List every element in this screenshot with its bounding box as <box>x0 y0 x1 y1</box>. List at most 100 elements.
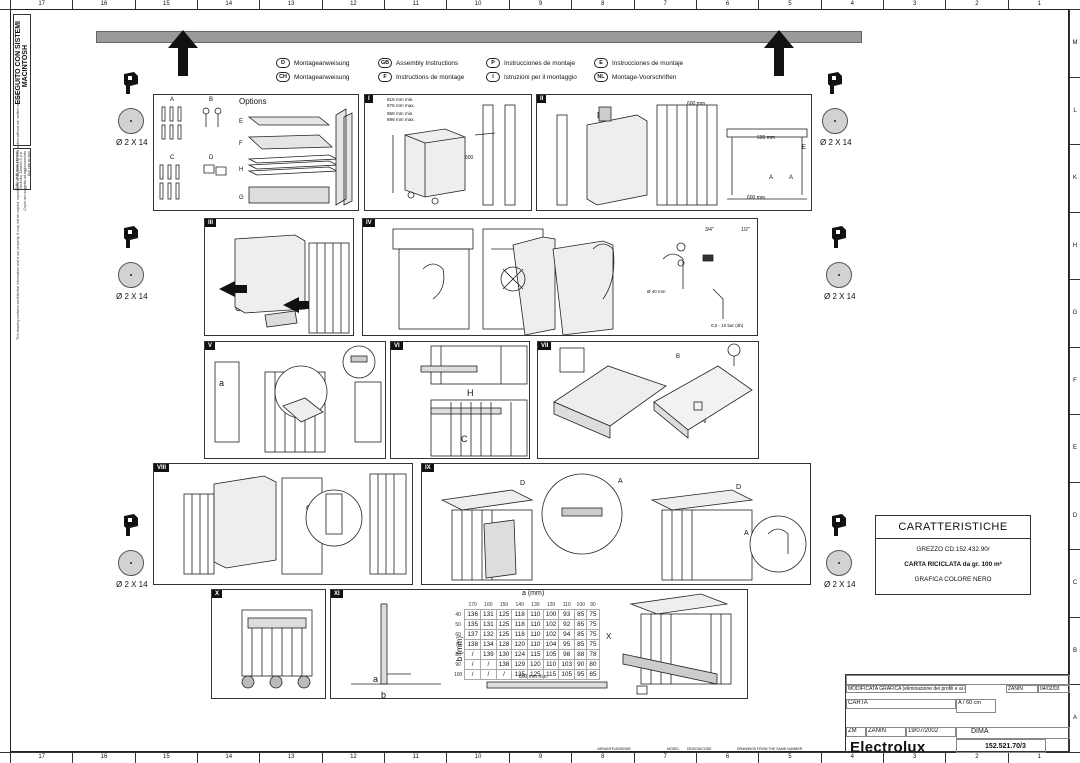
side-ruler-cell: D <box>1070 481 1080 550</box>
table-cell: 95 <box>574 669 588 680</box>
mounting-rail <box>96 31 862 43</box>
step-number-vi: VI <box>391 342 403 350</box>
step-i-text-b: 878 mm max. <box>387 103 415 108</box>
language-label: Istruzioni per il montaggio <box>504 73 577 81</box>
info-text-d: Uso interno solo <box>27 151 31 177</box>
table-cell: 125 <box>495 629 513 640</box>
table-row-header: 90 <box>455 661 461 668</box>
table-row-header: 40 <box>455 611 461 618</box>
ruler-cell: 3 <box>882 0 945 9</box>
drawing-frame <box>10 9 1069 752</box>
ruler-cell: 2 <box>945 0 1007 9</box>
step-iv-note-12: 1/2" <box>741 227 750 233</box>
option-letter-e: E <box>239 119 244 125</box>
ruler-cell: 15 <box>134 753 197 763</box>
step-ix-illustration <box>440 473 807 581</box>
step-ii-letter-a1: A <box>769 175 774 181</box>
step-ix-letter-a1: A <box>618 478 623 485</box>
language-label: Instructions de montage <box>396 73 465 81</box>
mounting-clip-icon <box>124 72 138 94</box>
table-cell: / <box>480 659 497 670</box>
panel-options: Options A B C D E F G H <box>153 94 359 211</box>
table-cell: 85 <box>586 669 600 680</box>
table-column-header: 100 <box>576 601 585 608</box>
table-column-header: 140 <box>515 601 524 608</box>
ruler-cell: 16 <box>72 0 134 9</box>
language-code-badge: GB <box>378 58 392 68</box>
table-cell: 85 <box>574 609 588 620</box>
step-vi-illustration <box>420 345 528 457</box>
step-number-i: I <box>365 95 373 103</box>
ruler-cell: 5 <box>758 753 820 763</box>
screw-size-label: Ø 2 X 14 <box>820 138 852 147</box>
ruler-cell: 1 <box>1007 0 1070 9</box>
language-item: I Istruzioni per il montaggio <box>486 72 577 82</box>
ruler-cell: 14 <box>197 0 259 9</box>
table-cell: 78 <box>586 649 600 660</box>
ruler-cell: 17 <box>10 753 72 763</box>
mounting-clip-icon <box>124 226 138 248</box>
format-value: A / 60 cm <box>956 699 996 713</box>
table-cell: 90 <box>574 659 588 670</box>
table-cell: 120 <box>527 659 544 670</box>
step-i-text-c: 858 mm min. <box>387 111 414 116</box>
note-model: MODEL <box>667 747 680 751</box>
language-code-badge: I <box>486 72 500 82</box>
table-cell: 75 <box>586 619 600 630</box>
ruler-cell: 8 <box>571 0 633 9</box>
side-ruler-cell: F <box>1070 346 1080 415</box>
table-cell: 88 <box>574 649 588 660</box>
side-ruler-cell: M <box>1070 9 1080 77</box>
note-variant: VARIANTE/ASSIEME <box>597 747 631 751</box>
step-xi-illustration <box>351 593 732 695</box>
table-cell: 115 <box>542 669 560 680</box>
screw-size-label: Ø 2 X 14 <box>116 292 148 301</box>
drawing-date: 19/07/2002 <box>906 727 956 737</box>
step-ii-dim-a: 600 mm <box>687 101 706 107</box>
table-column-header: 90 <box>590 601 596 608</box>
table-cell: 131 <box>480 609 497 620</box>
step-ix-letter-a2: A <box>744 530 749 537</box>
table-cell: 102 <box>542 619 560 630</box>
ruler-cell: 14 <box>197 753 259 763</box>
language-code-badge: E <box>594 58 608 68</box>
side-ruler-cell: L <box>1070 76 1080 145</box>
table-cell: 138 <box>495 659 513 670</box>
language-label: Montageanweisung <box>294 73 350 81</box>
step-number-vii: VII <box>538 342 552 350</box>
table-cell: 75 <box>586 609 600 620</box>
options-title: Options <box>239 97 267 106</box>
table-cell: 131 <box>480 619 497 630</box>
table-cell: / <box>464 649 482 660</box>
designer-code: ZM <box>846 727 866 737</box>
up-arrow-icon-left <box>168 30 198 76</box>
ruler-cell: 12 <box>321 753 384 763</box>
table-column-header: 170 <box>468 601 477 608</box>
side-ruler-cell: C <box>1070 549 1080 617</box>
step-viii-illustration <box>183 473 407 575</box>
screw-disc-icon <box>118 262 144 288</box>
ruler-cell: 1 <box>1007 753 1070 763</box>
side-ruler-cell: A <box>1070 684 1080 752</box>
language-label: Montageanweisung <box>294 59 350 67</box>
table-cell: 100 <box>542 609 560 620</box>
table-column-header: 130 <box>531 601 540 608</box>
ruler-cell: 13 <box>259 0 321 9</box>
step-ix-letter-d2: D <box>736 484 742 491</box>
table-cell: / <box>464 669 482 680</box>
panel-step-i: I 818 mm min. 878 mm max. 858 mm min. 89… <box>364 94 532 211</box>
ruler-cell: 11 <box>384 753 446 763</box>
step-ii-letter-e: E <box>802 145 807 151</box>
options-illustration <box>159 106 353 206</box>
table-cell: 85 <box>574 619 588 630</box>
table-row-header: 60 <box>455 631 461 638</box>
step-i-illustration <box>392 104 516 206</box>
